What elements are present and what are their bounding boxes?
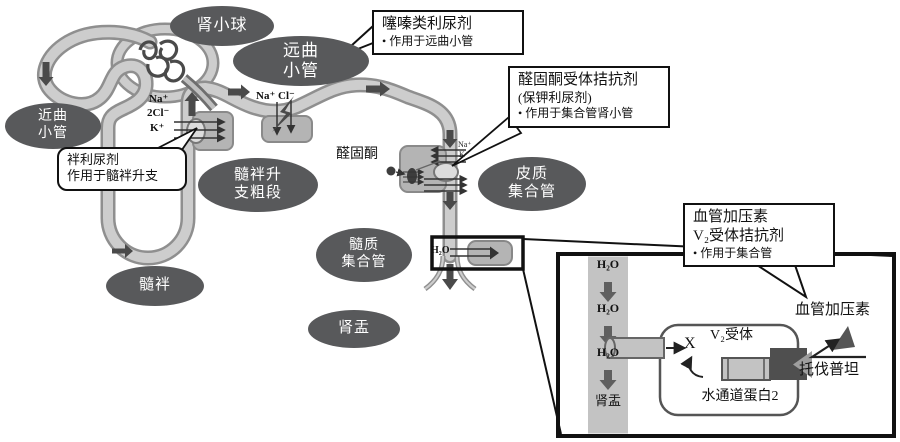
nacl-transporter-cell <box>261 96 313 143</box>
blocked-signal-arrow <box>680 355 704 378</box>
nkcc2-transporter-cell <box>174 111 234 151</box>
inhibition-bolt-icon <box>272 96 294 132</box>
inset-connector-bottom <box>522 268 562 435</box>
aquaporin2-cylinder-icon <box>721 357 771 381</box>
duct-flare <box>423 255 477 292</box>
aldosterone-molecule-icon <box>386 166 396 176</box>
zoom-source-frame <box>430 235 525 271</box>
water-channel-tube-icon <box>609 337 665 359</box>
inset-v2-receptor-complex <box>770 326 866 380</box>
tolvaptan-block-arrow <box>808 338 866 359</box>
tubule-path <box>36 24 458 266</box>
aldosterone-principal-cell <box>386 145 468 196</box>
inset-collecting-duct-cell <box>604 323 800 417</box>
aquaporin-zone <box>450 240 513 266</box>
glomerulus-capillary-tuft <box>138 39 218 112</box>
flow-arrows <box>38 62 458 290</box>
receptor-binding-notch-icon <box>793 351 812 378</box>
